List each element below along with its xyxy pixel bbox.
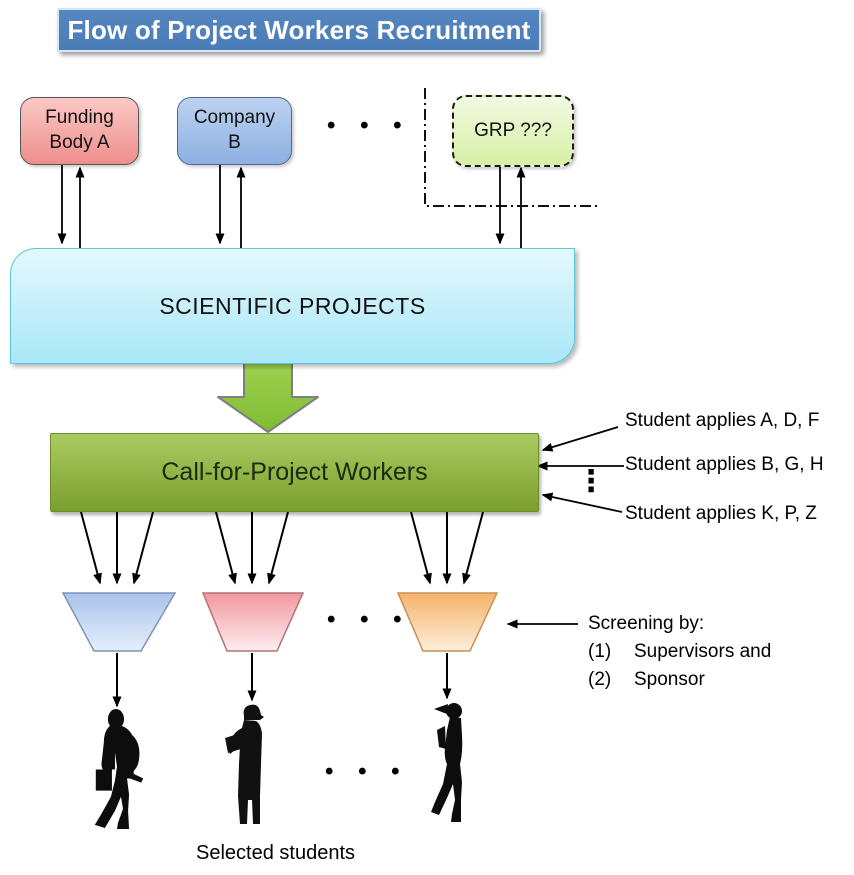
funnel-pink bbox=[201, 592, 305, 652]
funding-body-box: Funding Body A bbox=[20, 97, 139, 165]
student-silhouette-2 bbox=[225, 704, 264, 824]
screening-item-2-num: (2) bbox=[588, 669, 612, 690]
funnel-blue bbox=[61, 592, 177, 652]
funnel-to-student-arrows bbox=[112, 653, 452, 708]
call-for-project-workers-label: Call-for-Project Workers bbox=[161, 458, 428, 486]
selected-students-caption: Selected students bbox=[196, 842, 355, 864]
big-down-arrow bbox=[217, 362, 319, 433]
sources-ellipsis: • • • bbox=[327, 112, 411, 139]
call-to-funnel-arrows bbox=[80, 511, 484, 585]
call-for-project-workers-box: Call-for-Project Workers bbox=[50, 433, 539, 512]
screening-funnels bbox=[61, 592, 499, 652]
scientific-projects-box: SCIENTIFIC PROJECTS bbox=[10, 248, 575, 364]
diagram-title: Flow of Project Workers Recruitment bbox=[57, 8, 541, 52]
company-label: Company B bbox=[193, 107, 276, 153]
funding-body-label: Funding Body A bbox=[45, 107, 114, 153]
screening-item-2: (2) Sponsor bbox=[588, 666, 771, 694]
student-silhouette-3 bbox=[431, 703, 463, 822]
grp-label: GRP ??? bbox=[474, 119, 552, 141]
screening-item-1-num: (1) bbox=[588, 641, 612, 662]
applications-vertical-ellipsis: ⋮ bbox=[576, 465, 606, 498]
funnels-ellipsis: • • • bbox=[327, 606, 411, 633]
source-project-arrows bbox=[57, 163, 526, 248]
grp-box: GRP ??? bbox=[452, 95, 574, 167]
student-applies-3: Student applies K, P, Z bbox=[625, 503, 817, 524]
screening-item-2-text: Sponsor bbox=[634, 669, 705, 690]
student-applies-1: Student applies A, D, F bbox=[625, 410, 820, 431]
screening-item-1-text: Supervisors and bbox=[634, 641, 772, 662]
student-applies-2: Student applies B, G, H bbox=[625, 454, 824, 475]
company-box: Company B bbox=[177, 97, 292, 165]
student-silhouette-1 bbox=[94, 709, 144, 829]
funnel-orange bbox=[396, 592, 499, 652]
students-ellipsis: • • • bbox=[325, 758, 409, 785]
screening-item-1: (1) Supervisors and bbox=[588, 638, 771, 666]
scientific-projects-label: SCIENTIFIC PROJECTS bbox=[159, 292, 426, 319]
screening-note: Screening by: (1) Supervisors and (2) Sp… bbox=[588, 610, 771, 694]
screening-heading: Screening by: bbox=[588, 613, 705, 634]
